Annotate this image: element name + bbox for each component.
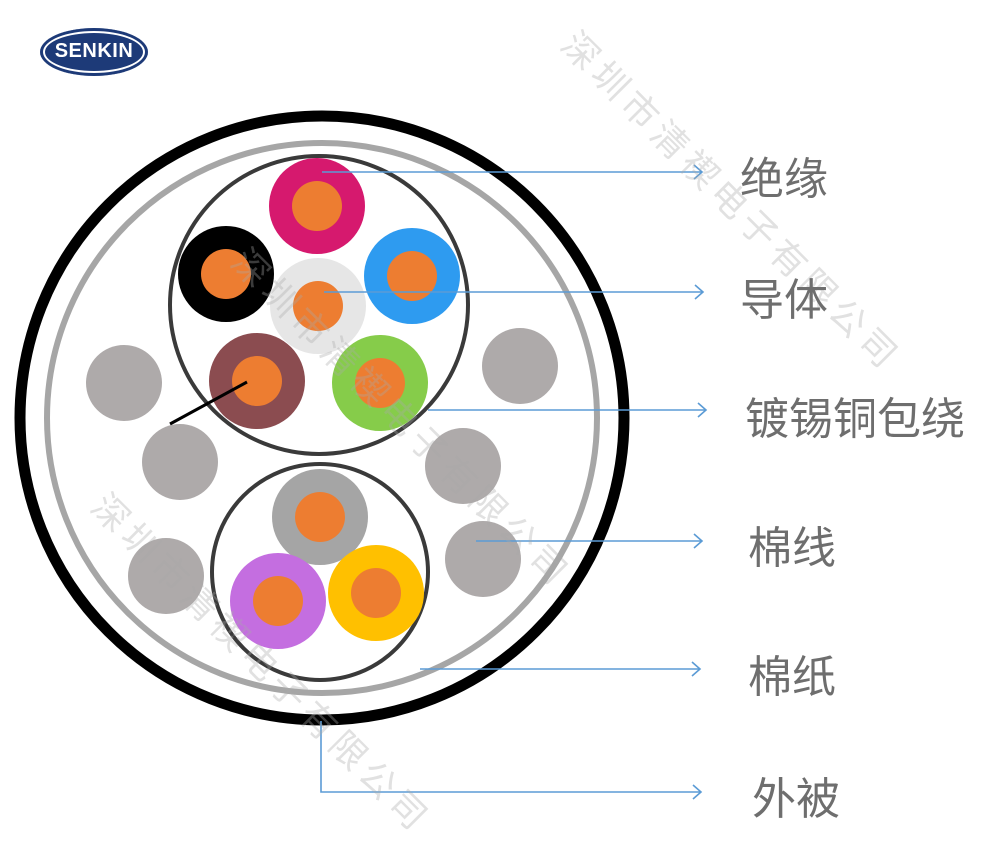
logo-oval — [40, 28, 148, 76]
leader-cotton-thread — [476, 533, 704, 549]
label-cotton-paper: 棉纸 — [748, 652, 836, 703]
filler-circle — [128, 538, 204, 614]
cotton-paper-ring — [44, 140, 600, 696]
conductor — [355, 358, 405, 408]
conductor — [351, 568, 401, 618]
cotton-thread-fillers — [86, 328, 558, 614]
logo-text: SENKIN — [54, 40, 134, 62]
label-insulation: 绝缘 — [740, 154, 828, 205]
filler-circle — [445, 521, 521, 597]
filler-circle — [142, 424, 218, 500]
conductor — [232, 356, 282, 406]
filler-circle — [425, 428, 501, 504]
filler-circle — [86, 345, 162, 421]
leader-tinned-copper-wrap — [428, 402, 708, 418]
drain-wire — [169, 380, 248, 426]
senkin-logo: SENKIN — [40, 28, 148, 76]
filler-circle — [482, 328, 558, 404]
leader-conductor — [324, 284, 705, 300]
conductor — [387, 251, 437, 301]
label-conductor: 导体 — [740, 275, 828, 326]
top-core-group — [168, 154, 470, 456]
conductor — [293, 281, 343, 331]
leader-lines — [320, 164, 708, 800]
bottom-core-group — [210, 462, 430, 682]
label-tinned-copper-wrap: 镀锡铜包绕 — [745, 394, 965, 445]
leader-cotton-paper — [420, 661, 702, 677]
conductor — [253, 576, 303, 626]
leader-insulation — [322, 164, 704, 180]
label-cotton-thread: 棉线 — [748, 523, 836, 574]
conductor — [295, 492, 345, 542]
leader-outer-jacket — [320, 721, 703, 800]
conductor — [292, 181, 342, 231]
label-outer-jacket: 外被 — [752, 774, 840, 825]
conductor — [201, 249, 251, 299]
